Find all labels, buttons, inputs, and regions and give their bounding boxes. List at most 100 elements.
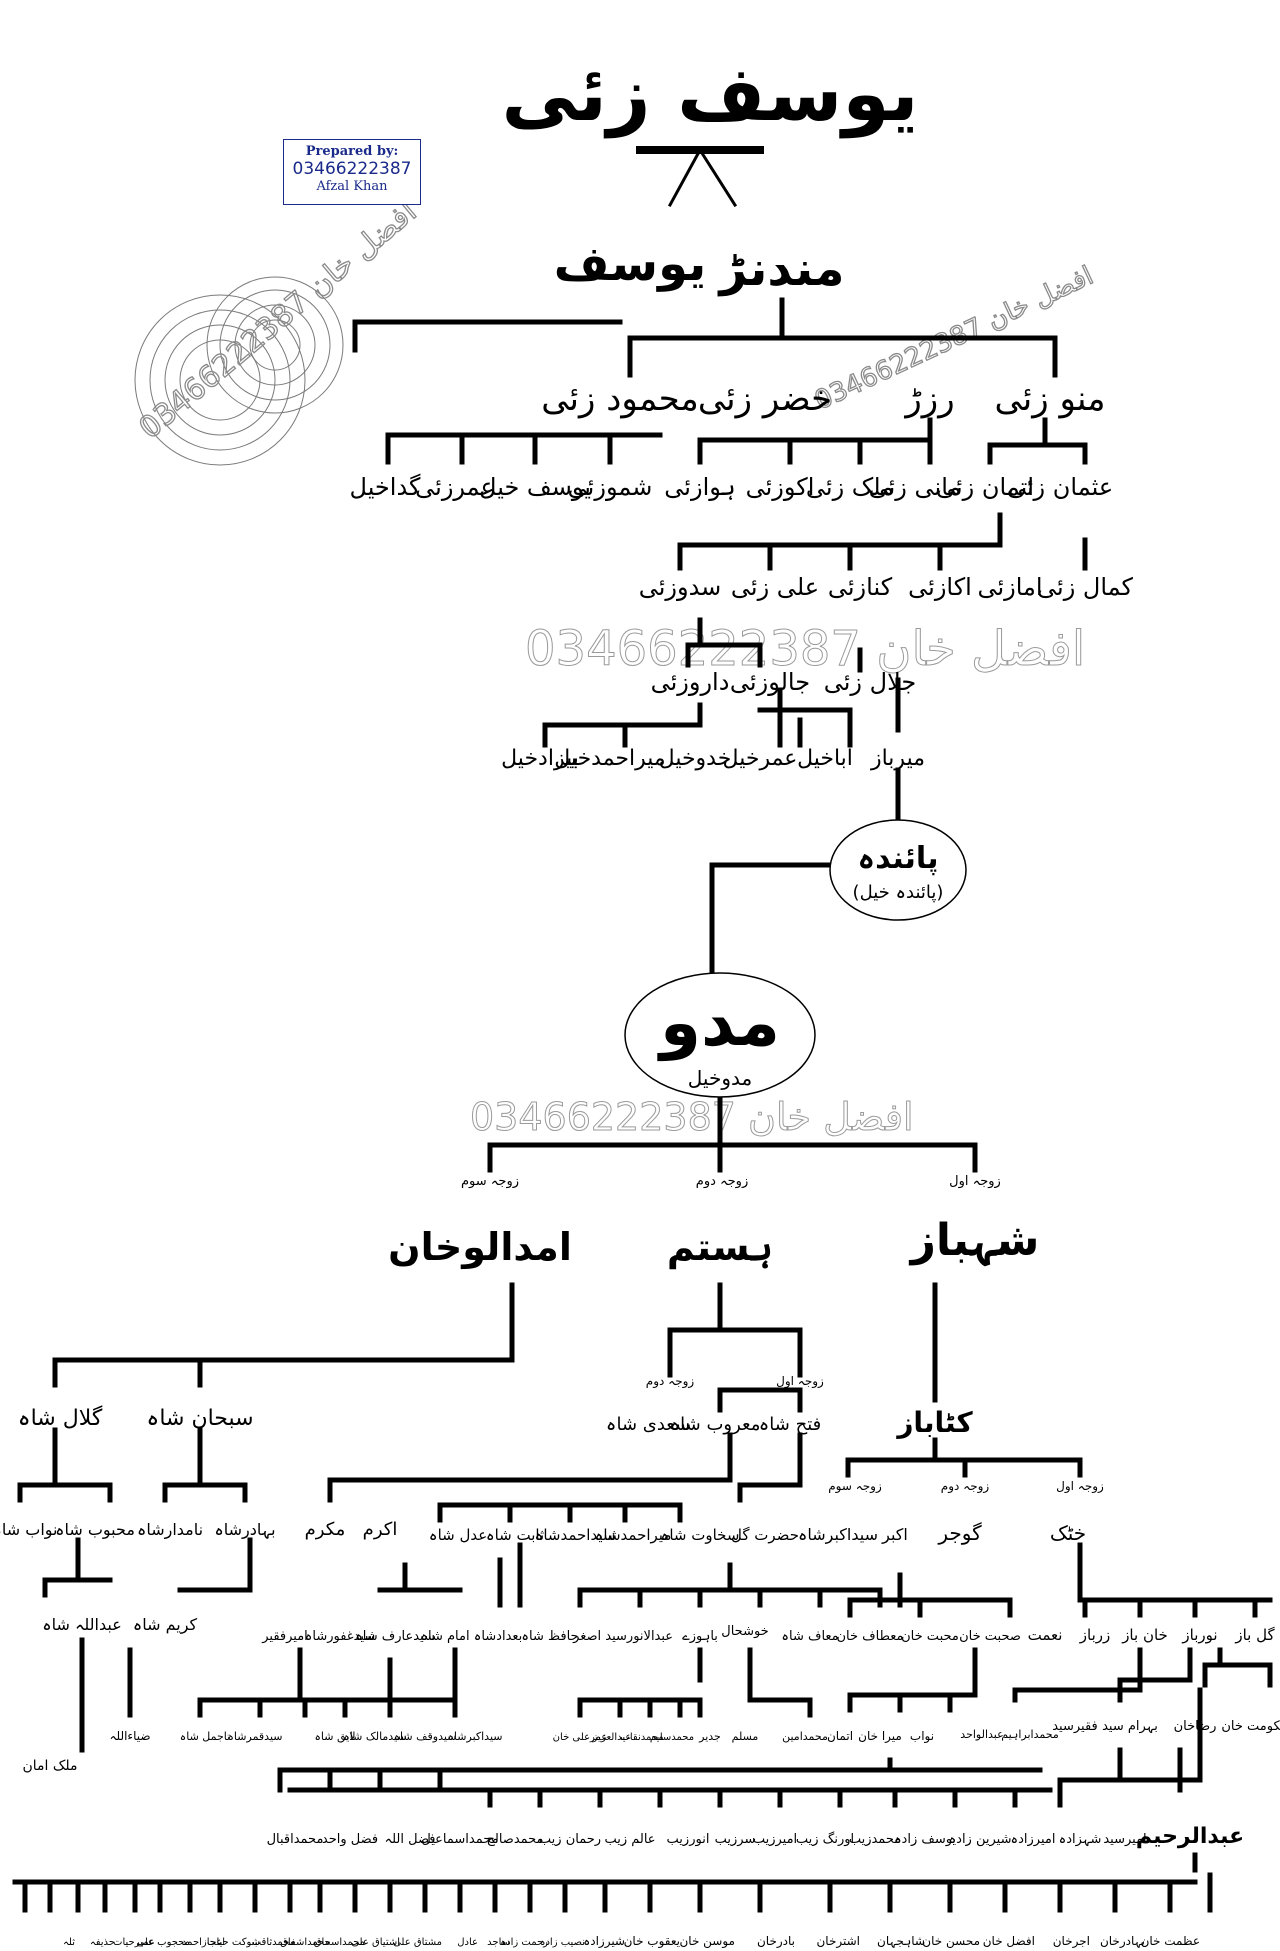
label-wife1-hastam: زوجہ اول	[776, 1374, 824, 1389]
node-hastam: ہستم	[667, 1225, 773, 1270]
node-muslim: مسلم	[732, 1730, 759, 1743]
node-maaf-shah: معاف شاہ	[781, 1629, 838, 1644]
node-utman: اتمان	[827, 1729, 853, 1743]
node-mahmood-zai: محمود زئی	[541, 379, 699, 419]
node-amir-zeb: امیرزیب	[753, 1832, 797, 1847]
node-nawab: نواب	[910, 1729, 934, 1744]
node-yousaf: یوسف	[554, 236, 706, 292]
node-karim-shah: کریم شاہ	[133, 1615, 198, 1635]
node-mano-zai: منو زئی	[994, 379, 1105, 419]
node-mira-khan: میرا خان	[858, 1729, 902, 1744]
node-akozai: اکوزئی	[746, 473, 815, 501]
node-alam-zeb: عالم زیب	[604, 1832, 655, 1847]
credit-name: Afzal Khan	[316, 179, 388, 194]
node-jadir: جدیر	[698, 1730, 721, 1743]
node-baghdad-shah: بعدادشاہ	[474, 1629, 523, 1644]
node-abdul-wahid: عبدالواحد	[960, 1728, 1003, 1741]
label-wife2-katabaz: زوجہ دوم	[941, 1479, 990, 1494]
node-mukarram: مکرم	[305, 1519, 346, 1540]
node-tajmal-shah: تاجمل شاہ	[180, 1730, 230, 1743]
node-aurang-zeb: اورنگ زیب	[796, 1831, 854, 1847]
bottom-2: بہادرخان	[1100, 1934, 1145, 1949]
node-namdar-shah: نامدارشاہ	[137, 1520, 203, 1540]
node-mani-zai: مانی زئی	[869, 473, 962, 501]
node-razar: رزڑ	[903, 379, 954, 419]
node-shamozai: شموزئی	[568, 473, 653, 501]
watermark-4: 03466222387 افضل خان	[470, 1095, 914, 1139]
node-yousaf-zada: یوسف زادہ	[894, 1832, 956, 1847]
bottom-11: شیرزادہ	[583, 1934, 625, 1949]
bottom-4: افضل خان	[983, 1934, 1035, 1948]
node-bezadkhel: بیزادخیل	[501, 746, 579, 771]
node-ziaullah: ضیاءاللہ	[109, 1729, 150, 1743]
node-muhammad-saleem: محمدسلیم	[650, 1732, 694, 1743]
node-sar-zeb: سرزیب	[715, 1832, 756, 1847]
bottom-6: شاہجہان	[877, 1934, 925, 1948]
node-maroof-shah: معروب شاہ	[670, 1414, 761, 1435]
node-gul-baz: گل باز	[1234, 1626, 1275, 1644]
watermark-circles	[134, 276, 344, 466]
node-umar-ali-khan: عمرعلی خان	[553, 1732, 608, 1743]
node-noor-baz: نورباز	[1181, 1626, 1217, 1644]
bottom-19: محمداشفاق	[280, 1937, 330, 1948]
node-syed-akbar-shah-2: سیداکبرشاہ	[447, 1730, 502, 1743]
node-khushal: خوشحال	[721, 1624, 768, 1639]
node-faqir-syed: فقیرسید	[1052, 1719, 1098, 1734]
bottom-13: رحمت زادہ	[500, 1937, 548, 1948]
node-sohbat-khan: صحبت خان	[959, 1629, 1021, 1644]
node-sabit-shah: ثابت شاہ	[486, 1526, 544, 1544]
node-hafiz-shah: حافظ شاہ	[521, 1629, 578, 1644]
node-madu: مدو	[657, 984, 780, 1062]
node-darozai: داروزئی	[651, 668, 730, 696]
node-rehman-zeb: رحمان زیب	[539, 1832, 601, 1847]
node-raza-khan: رضاخان	[1174, 1719, 1217, 1734]
node-umarzai: عمرزئی	[415, 473, 495, 501]
node-kanazai: کنازئی	[828, 573, 893, 601]
node-muhammad-iqbal: محمداقبال	[267, 1832, 324, 1847]
node-syed-ahmad-shah: سیداحمدشاہ	[535, 1526, 616, 1544]
node-umarkhel: عمرخیل	[723, 746, 798, 771]
node-shahbaz: شہباز	[909, 1215, 1040, 1267]
node-abdullah-shah: عبداللہ شاہ	[42, 1615, 122, 1634]
node-mandanr: مندنڑ	[718, 241, 845, 297]
node-shireen-zada: شیرین زادہ	[949, 1832, 1012, 1847]
node-painda-sub: (پائندہ خیل)	[853, 882, 944, 903]
node-hazrat-gul: حضرت گل	[731, 1526, 799, 1544]
node-usman-zai: عثمان زئی	[1007, 473, 1113, 501]
node-miraz: میرباز	[870, 746, 925, 771]
bottom-23: محجوب علی	[136, 1937, 190, 1948]
node-bahadur-shah: بہادرشاہ	[214, 1520, 275, 1540]
bottom-3: اجرخان	[1053, 1934, 1090, 1949]
credit-box: Prepared by: 03466222387 Afzal Khan	[283, 139, 421, 205]
node-imam-shah: امام شاہ	[420, 1629, 469, 1644]
credit-phone: 03466222387	[292, 159, 412, 179]
label-wife3: زوجہ سوم	[461, 1174, 519, 1189]
node-hukumat-khan: حکومت خان	[1221, 1719, 1280, 1734]
node-laiq-shah: لایق شاہ	[314, 1730, 355, 1744]
bottom-1: عظمت خان	[1141, 1934, 1200, 1948]
bottom-18: محمداسحاق	[314, 1937, 365, 1948]
bottom-12: نصیب زادہ	[540, 1937, 585, 1948]
watermark-3: 03466222387 افضل خان	[525, 621, 1085, 677]
node-malik-aman: ملک امان	[22, 1758, 77, 1774]
bottom-8: بادرخان	[757, 1934, 795, 1949]
node-katabaz: کٹاباز	[895, 1406, 973, 1439]
node-syed-malik-shah: سیدمالک شاہ	[343, 1730, 406, 1743]
node-anwar-zeb: انورزیب	[667, 1832, 710, 1847]
node-amir-faqir: امیرفقیر	[261, 1629, 308, 1644]
label-wife2: زوجہ دوم	[696, 1174, 748, 1189]
node-muhammad-amin: محمدامین	[782, 1730, 828, 1743]
bottom-24: عمیرحیات	[113, 1937, 155, 1948]
node-shahzada: شہزادہ	[1059, 1832, 1102, 1847]
node-abakhel: اباخیل	[797, 746, 853, 771]
node-painda: پائندہ	[858, 841, 939, 876]
node-syed-asghar: سید اصغر	[572, 1629, 627, 1644]
node-khan-baz: خان باز	[1121, 1626, 1168, 1644]
node-muhammad-saleh: محمدصالح	[486, 1832, 543, 1847]
madu-oval	[624, 972, 816, 1098]
node-syed-ghafoor-shah: سیدغفورشاہ	[305, 1629, 375, 1644]
node-yousaf-khel: یوسف خیل	[479, 473, 591, 501]
node-syed-arif-shah: سیدعارف شاہ	[355, 1629, 435, 1644]
root-title: یوسف زئی	[501, 49, 918, 139]
